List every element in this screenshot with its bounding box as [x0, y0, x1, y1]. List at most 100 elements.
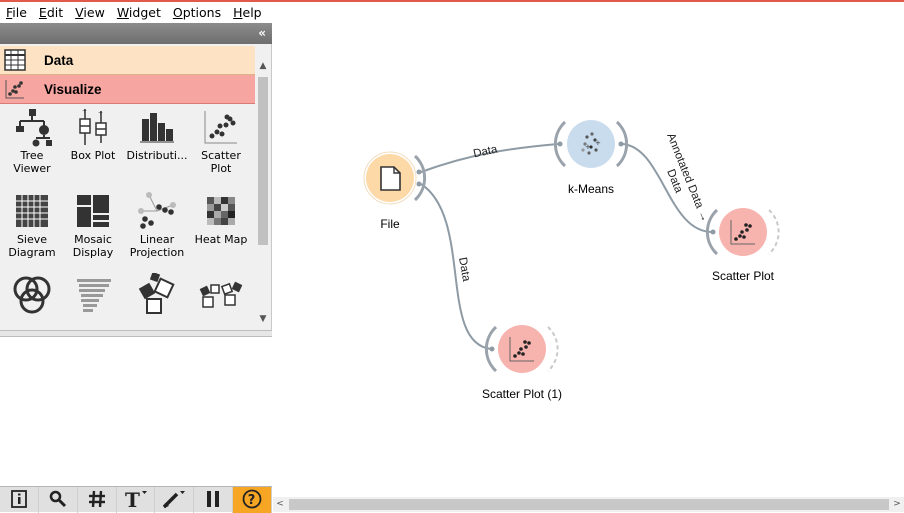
node-file[interactable] — [363, 151, 427, 205]
node-scatter-plot-label: Scatter Plot — [711, 269, 775, 283]
text-annotation-icon: T — [124, 488, 148, 512]
linear-projection-icon — [125, 189, 189, 233]
sieve-diagram-icon — [0, 189, 64, 233]
arrow-annotation-button[interactable] — [155, 487, 195, 513]
menu-file[interactable]: File — [6, 5, 27, 20]
scatter-plot-node-icon — [730, 220, 755, 245]
widget-scatter-plot[interactable]: Scatter Plot — [189, 105, 253, 175]
category-visualize-label: Visualize — [44, 81, 102, 97]
svg-text:+: + — [585, 143, 591, 151]
distributions-icon — [125, 105, 189, 149]
widget-scatter-plot-label: Scatter Plot — [201, 149, 241, 175]
category-data[interactable]: Data — [0, 46, 255, 75]
table-icon — [0, 46, 30, 75]
widget-mosaic-display[interactable]: Mosaic Display — [61, 189, 125, 259]
zoom-button[interactable] — [39, 487, 78, 513]
menu-bar: File Edit View Widget Options Help — [0, 0, 904, 23]
silhouette-icon — [61, 273, 125, 317]
link-kmeans-scatter[interactable] — [622, 143, 714, 234]
info-button[interactable] — [0, 487, 39, 513]
node-scatter-plot-1[interactable] — [484, 325, 559, 373]
collapse-toolbox-button[interactable]: « — [258, 26, 266, 40]
category-visualize[interactable]: Visualize — [0, 75, 255, 104]
scroll-up-arrow[interactable]: ▲ — [259, 61, 267, 71]
widget-tree-viewer-label: Tree Viewer — [13, 149, 51, 175]
menu-widget[interactable]: Widget — [116, 5, 161, 20]
node-file-label: File — [380, 217, 400, 231]
toolbox-scroll-thumb[interactable] — [258, 77, 268, 245]
widget-pythagorean-tree[interactable] — [125, 273, 189, 317]
widget-description-area — [0, 337, 272, 487]
pythagorean-forest-icon — [189, 273, 253, 317]
file-icon — [380, 166, 401, 191]
widget-box-plot-label: Box Plot — [70, 149, 116, 162]
menu-edit[interactable]: Edit — [38, 5, 64, 20]
canvas-scroll-thumb[interactable] — [289, 499, 889, 510]
canvas-horizontal-scrollbar[interactable]: < > — [273, 497, 904, 512]
widget-linear-projection-label: Linear Projection — [129, 233, 185, 259]
widget-sieve-diagram-label: Sieve Diagram — [8, 233, 56, 259]
zoom-icon — [49, 490, 67, 511]
help-icon: ? — [242, 489, 262, 512]
widget-silhouette[interactable] — [61, 273, 125, 317]
arrow-annotation-icon — [162, 489, 186, 512]
widget-distributions-label: Distributi... — [126, 149, 188, 162]
node-scatter-plot-input-anchor — [705, 208, 719, 256]
scroll-down-arrow[interactable]: ▼ — [259, 314, 267, 324]
panel-splitter[interactable] — [0, 330, 272, 337]
scatter-icon — [0, 75, 30, 104]
widget-sieve-diagram[interactable]: Sieve Diagram — [0, 189, 64, 259]
widget-heat-map[interactable]: Heat Map — [189, 189, 253, 246]
pythagorean-tree-icon — [125, 273, 189, 317]
pause-button[interactable] — [194, 487, 234, 513]
node-kmeans[interactable]: ++ — [553, 120, 629, 168]
toolbox-scrollbar[interactable]: ▲ ▼ — [256, 61, 270, 328]
link-file-kmeans[interactable] — [420, 143, 559, 173]
scroll-left-arrow[interactable]: < — [276, 499, 284, 509]
node-scatter-plot[interactable] — [705, 208, 780, 256]
node-scatter-plot-1-input-anchor — [484, 325, 498, 373]
widget-distributions[interactable]: Distributi... — [125, 105, 189, 162]
link-file-scatter2[interactable] — [420, 183, 492, 350]
kmeans-icon: ++ — [581, 132, 601, 155]
widget-grid: Tree Viewer ++ Box Plot — [0, 105, 255, 325]
grid-button[interactable] — [78, 487, 117, 513]
info-icon — [11, 489, 27, 511]
scatter-plot-icon — [189, 105, 253, 149]
help-button[interactable]: ? — [233, 487, 273, 513]
pause-icon — [205, 490, 221, 511]
box-plot-icon: ++ — [61, 105, 125, 149]
heat-map-icon — [189, 189, 253, 233]
category-data-label: Data — [44, 52, 74, 68]
svg-text:+: + — [98, 110, 103, 117]
venn-diagram-icon — [0, 273, 64, 317]
menu-view[interactable]: View — [75, 5, 105, 20]
widget-linear-projection[interactable]: Linear Projection — [125, 189, 189, 259]
text-annotation-button[interactable]: T — [117, 487, 156, 513]
widget-pythagorean-forest[interactable] — [189, 273, 253, 317]
svg-text:?: ? — [248, 493, 256, 508]
node-kmeans-output-anchor — [615, 120, 629, 168]
toolbox-title-bar: « — [0, 23, 272, 44]
widget-mosaic-display-label: Mosaic Display — [72, 233, 114, 259]
grid-icon — [88, 490, 106, 511]
widget-tree-viewer[interactable]: Tree Viewer — [0, 105, 64, 175]
node-kmeans-label: k-Means — [567, 182, 614, 196]
node-scatter-plot-1-label: Scatter Plot (1) — [481, 387, 563, 401]
svg-text:+: + — [82, 108, 87, 115]
node-kmeans-input-anchor — [553, 120, 567, 168]
widget-box-plot[interactable]: ++ Box Plot — [61, 105, 125, 162]
menu-options[interactable]: Options — [172, 5, 222, 20]
widget-venn-diagram[interactable] — [0, 273, 64, 317]
link-label-file-scatter2: Data — [456, 256, 472, 283]
widget-toolbox: « Data Visualize — [0, 23, 272, 512]
bottom-toolbar: T ? — [0, 486, 273, 513]
workflow-canvas[interactable]: Data Annotated Data → Data Data ++ — [273, 23, 904, 497]
node-file-output-anchor — [413, 154, 427, 202]
menu-help[interactable]: Help — [233, 5, 262, 20]
scatter-plot-1-node-icon — [509, 337, 534, 362]
scroll-right-arrow[interactable]: > — [893, 499, 901, 509]
tree-viewer-icon — [0, 105, 64, 149]
mosaic-display-icon — [61, 189, 125, 233]
svg-text:+: + — [595, 139, 601, 147]
